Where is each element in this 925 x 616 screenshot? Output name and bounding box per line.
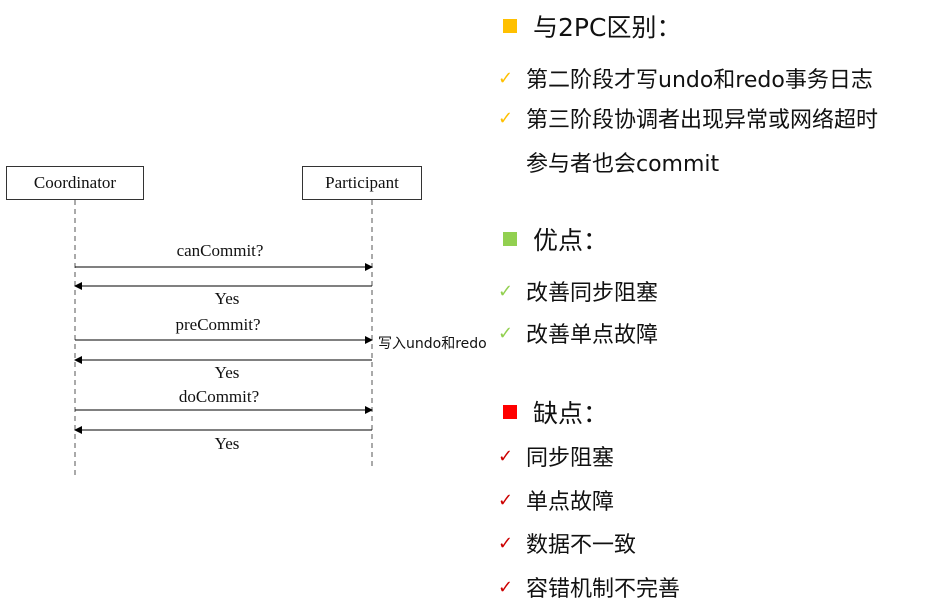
square-bullet-icon [503,19,517,33]
check-icon: ✓ [498,576,514,598]
pros-item-1: ✓ 改善同步阻塞 [498,275,658,307]
pros-item-2-text: 改善单点故障 [526,323,659,348]
check-icon: ✓ [498,445,514,467]
write-log-note: 写入undo和redo [378,336,487,352]
message-label-5: doCommit? [178,387,260,406]
diff-title-text: 与2PC区别： [533,13,682,42]
diff-section-title: 与2PC区别： [503,8,681,44]
message-label-2: Yes [214,289,240,308]
check-icon: ✓ [498,107,514,129]
message-label-3: preCommit? [175,315,261,334]
square-bullet-icon [503,405,517,419]
check-icon: ✓ [498,67,514,89]
cons-item-2-text: 单点故障 [526,490,615,515]
pros-title-text: 优点： [533,226,609,255]
cons-item-1-text: 同步阻塞 [526,446,615,471]
pros-item-1-text: 改善同步阻塞 [526,281,659,306]
message-label-1: canCommit? [176,241,264,260]
cons-item-4: ✓ 容错机制不完善 [498,571,680,603]
cons-item-3-text: 数据不一致 [526,533,637,558]
check-icon: ✓ [498,489,514,511]
diff-item-2-text: 第三阶段协调者出现异常或网络超时 [526,108,879,133]
participant-coordinator: Coordinator [6,166,144,200]
pros-section-title: 优点： [503,221,608,257]
diff-item-2: ✓ 第三阶段协调者出现异常或网络超时 [498,102,878,134]
pros-item-2: ✓ 改善单点故障 [498,317,658,349]
participant-participant: Participant [302,166,422,200]
diff-item-2-continuation: 参与者也会commit [526,152,720,177]
cons-item-3: ✓ 数据不一致 [498,527,636,559]
cons-title-text: 缺点： [533,399,609,428]
diff-item-1: ✓ 第二阶段才写undo和redo事务日志 [498,62,873,94]
square-bullet-icon [503,232,517,246]
cons-item-2: ✓ 单点故障 [498,484,614,516]
cons-section-title: 缺点： [503,394,608,430]
check-icon: ✓ [498,280,514,302]
message-label-6: Yes [214,434,240,453]
check-icon: ✓ [498,532,514,554]
cons-item-1: ✓ 同步阻塞 [498,440,614,472]
cons-item-4-text: 容错机制不完善 [526,577,681,602]
diff-item-1-text: 第二阶段才写undo和redo事务日志 [526,68,873,93]
message-label-4: Yes [214,363,240,382]
check-icon: ✓ [498,322,514,344]
